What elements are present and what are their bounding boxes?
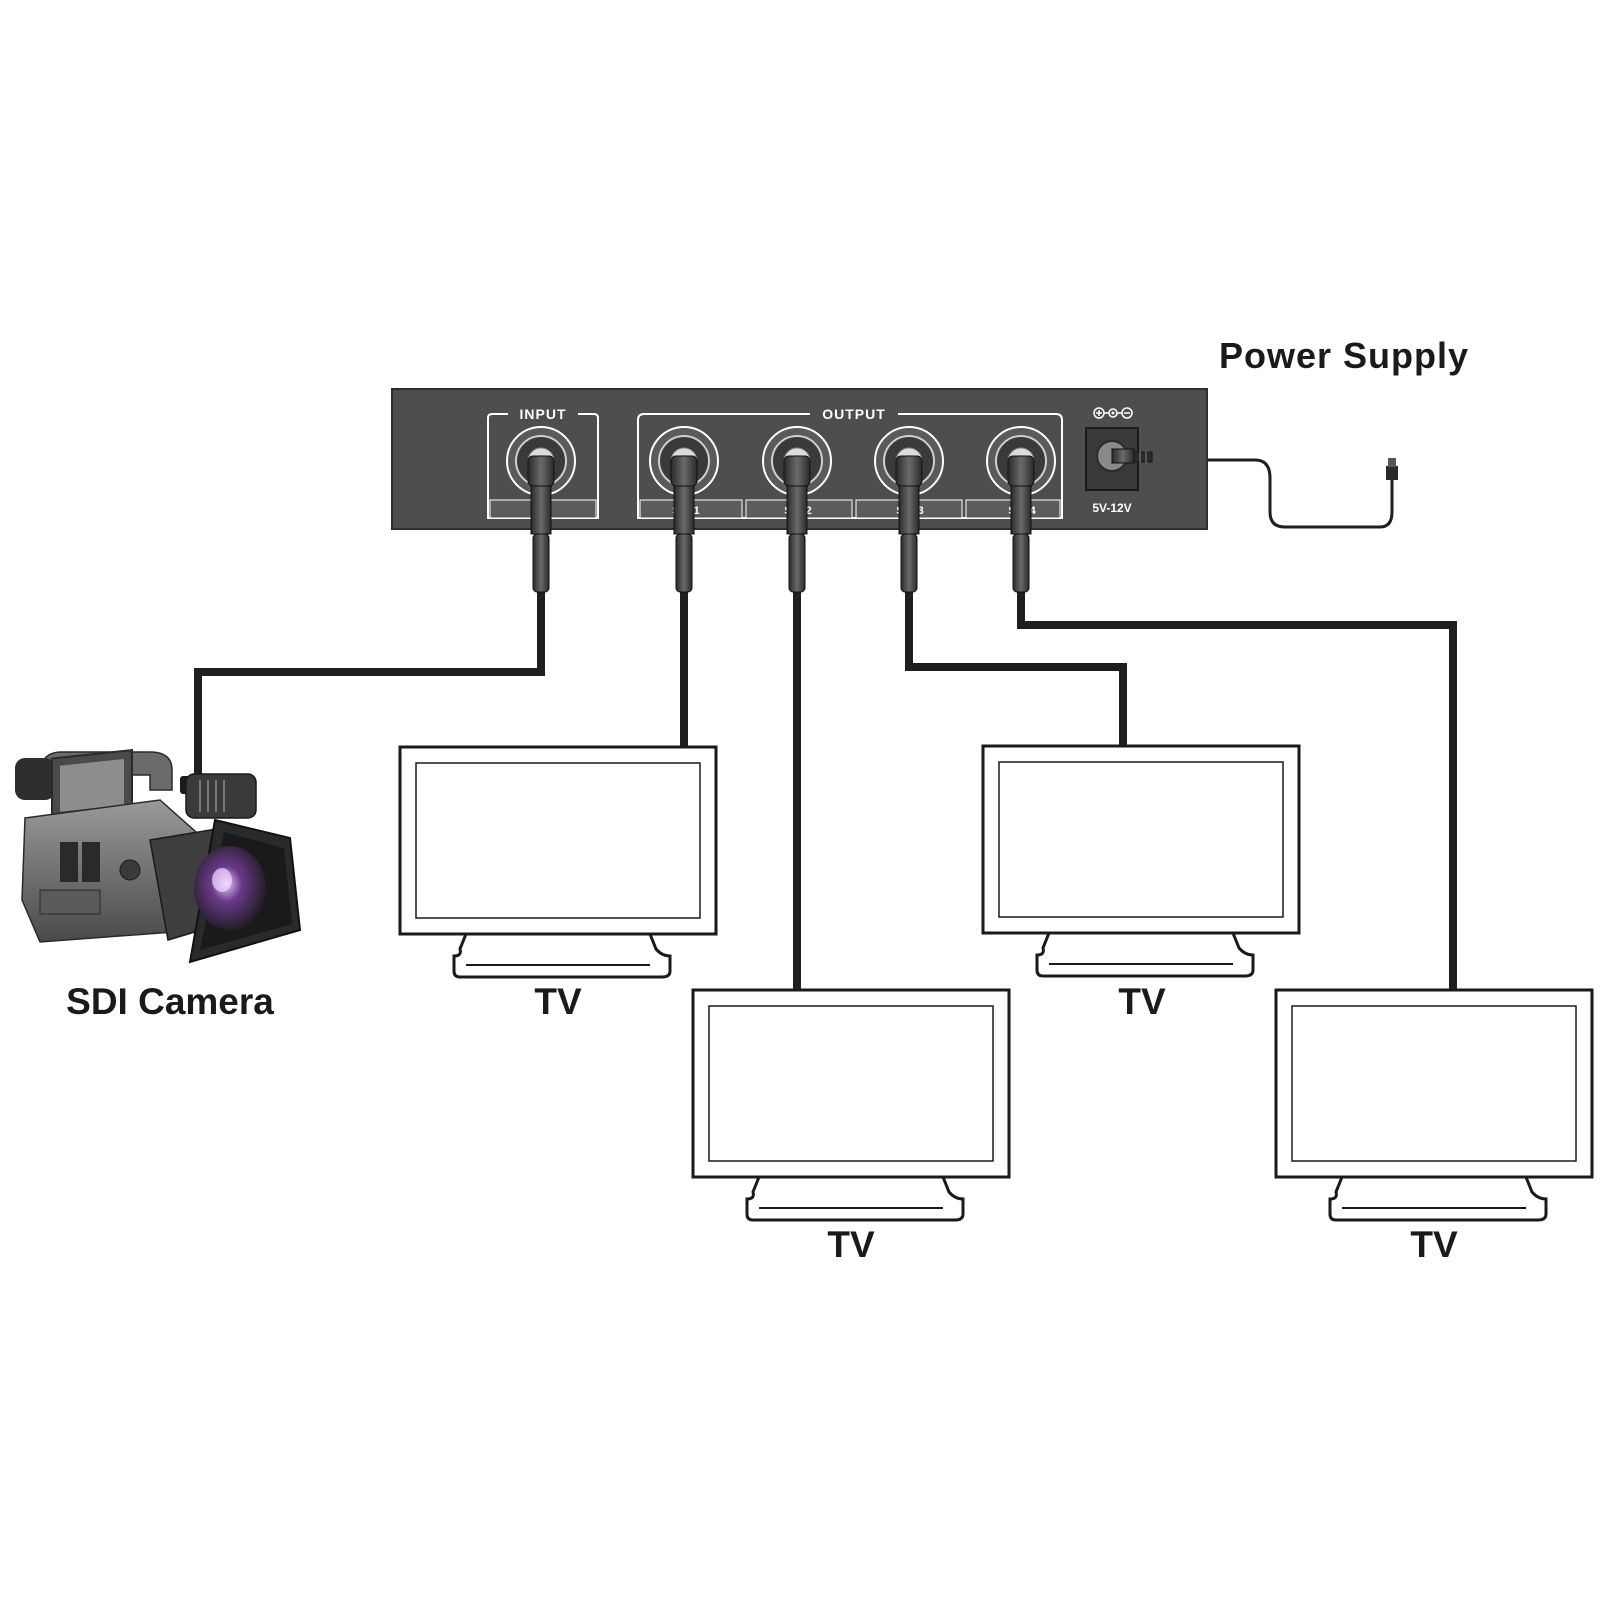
dc-plug-icon: [1112, 449, 1152, 463]
voltage-label: 5V-12V: [1092, 501, 1131, 515]
power-adapter-plug-icon: [1386, 458, 1398, 480]
bnc-plug-3: [896, 456, 922, 592]
output-label: OUTPUT: [822, 406, 886, 422]
tv-2-label: TV: [827, 1224, 875, 1265]
tv-3-label: TV: [1118, 981, 1166, 1022]
cable-sdi-3: [909, 590, 1123, 746]
splitter-device: INPUT OUTPUT SDI 1 SDI 2 SDI 3 SDI 4: [392, 389, 1398, 592]
bnc-plug-2: [784, 456, 810, 592]
camera-label: SDI Camera: [66, 981, 274, 1022]
tv-2-icon: [693, 990, 1009, 1220]
port-label-strips: SDI 1 SDI 2 SDI 3 SDI 4: [640, 500, 1060, 518]
tv-3-icon: [983, 746, 1299, 976]
sdi-camera-icon: [15, 750, 300, 962]
bnc-plug-1: [671, 456, 697, 592]
input-label: INPUT: [520, 406, 567, 422]
bnc-plug-input: [528, 456, 554, 592]
power-supply-label: Power Supply: [1219, 335, 1469, 376]
tv-4-icon: [1276, 990, 1592, 1220]
tv-4-label: TV: [1410, 1224, 1458, 1265]
tv-1-icon: [400, 747, 716, 977]
bnc-plug-4: [1008, 456, 1034, 592]
tv-1-label: TV: [534, 981, 582, 1022]
